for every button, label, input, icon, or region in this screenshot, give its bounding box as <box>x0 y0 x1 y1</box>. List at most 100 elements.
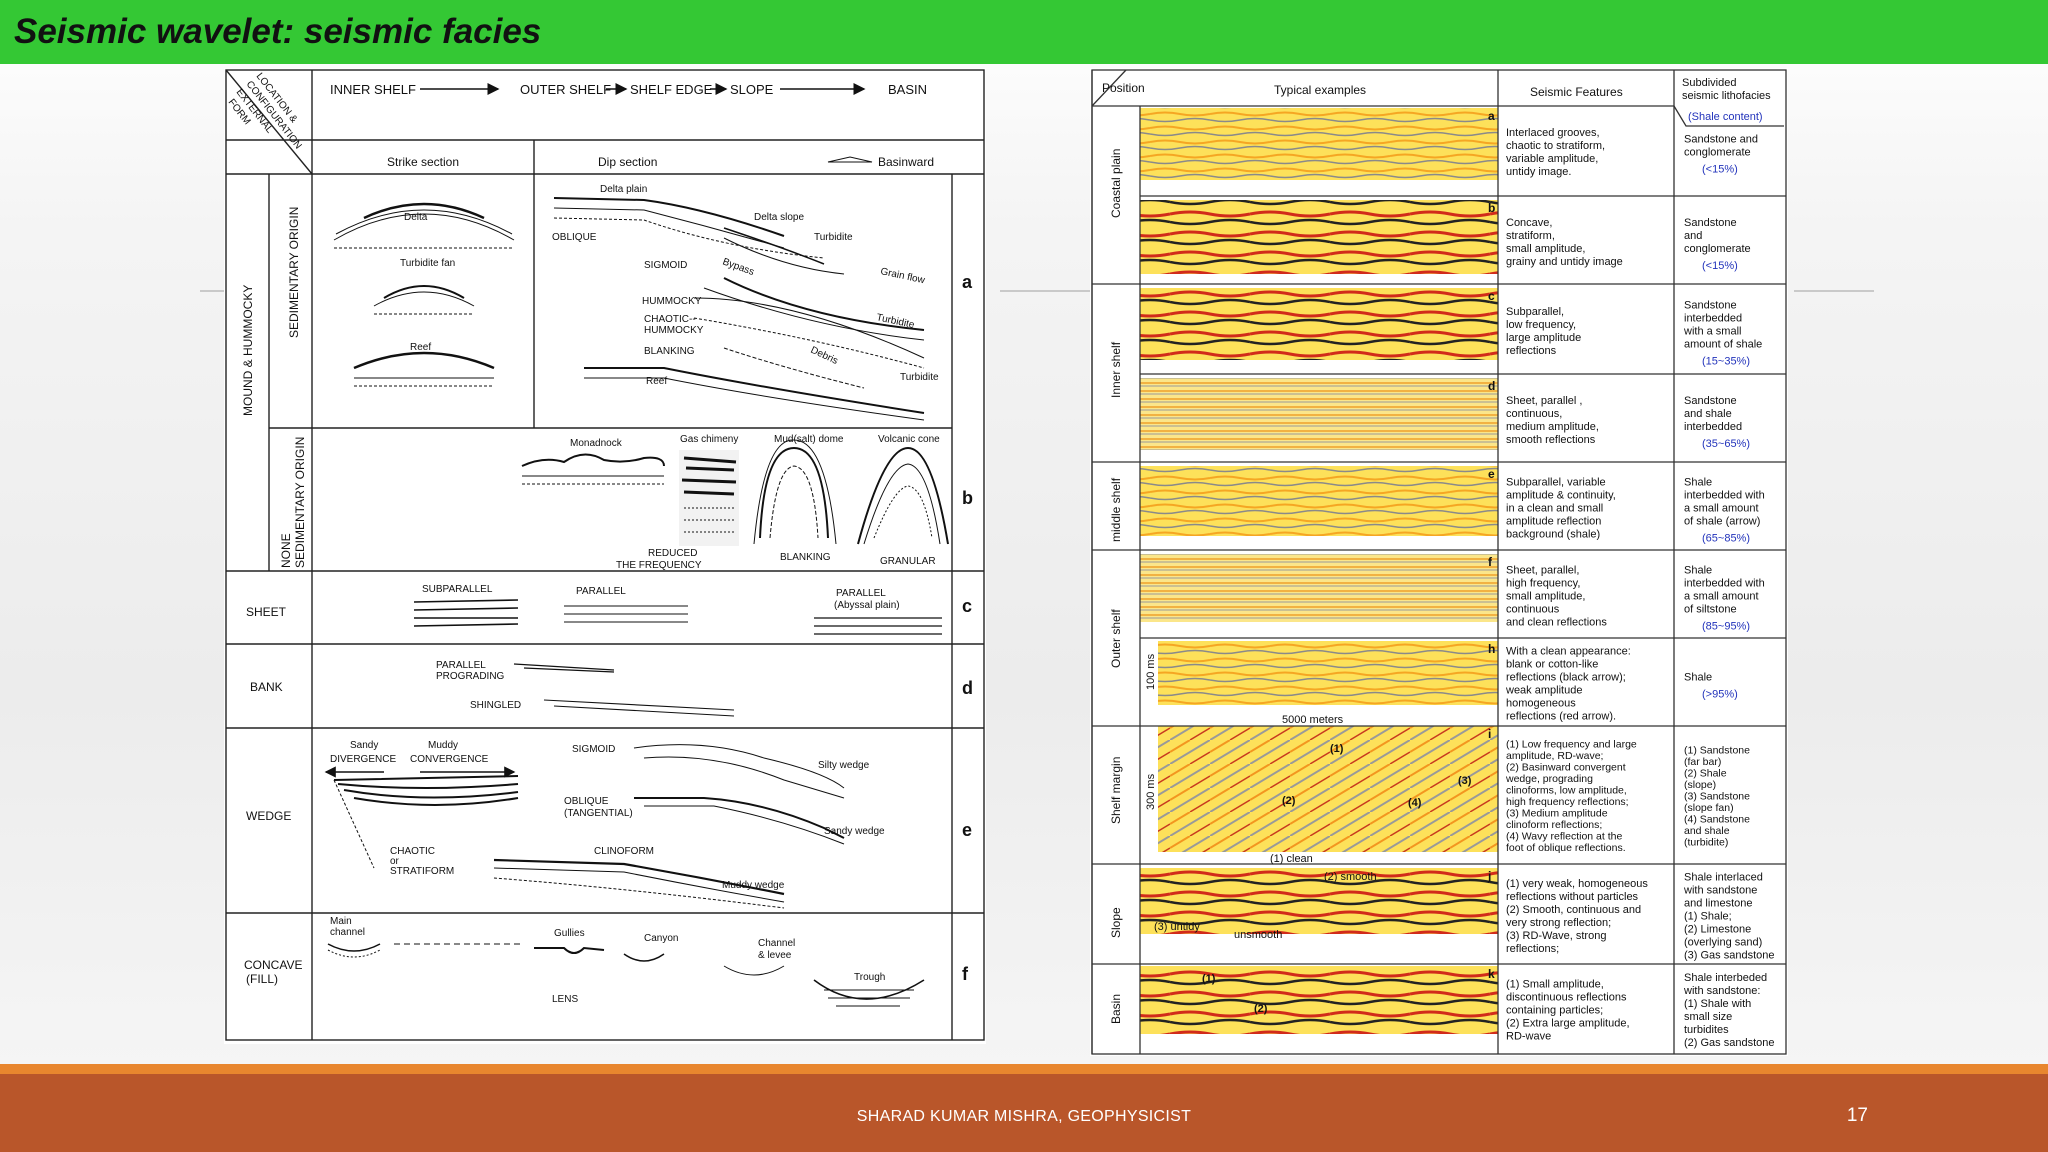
seismic-image-f <box>1140 554 1498 622</box>
decorative-rule-left <box>200 290 226 292</box>
facies-classification-figure: LOCATION & CONFIGURATION EXTERNAL FORM I… <box>224 68 986 1044</box>
label-sandy: Sandy <box>350 740 378 751</box>
label-hummocky: HUMMOCKY <box>642 296 702 307</box>
litho-text-c: with a small <box>1683 326 1741 338</box>
label-mud-dome: Mud(salt) dome <box>774 434 844 445</box>
row-letter-b: b <box>962 488 973 508</box>
row-letter-d: d <box>962 678 973 698</box>
slide-title: Seismic wavelet: seismic facies <box>14 12 542 51</box>
sedimentary-origin-label: SEDIMENTARY ORIGIN <box>287 207 301 338</box>
label-parallel-abyssal-1: PARALLEL <box>836 588 886 599</box>
facies-diagram: LOCATION & CONFIGURATION EXTERNAL FORM I… <box>225 69 985 1041</box>
label-turbidite-3: Turbidite <box>900 372 939 383</box>
footer-author: SHARAD KUMAR MISHRA, GEOPHYSICIST <box>856 1108 1192 1125</box>
label-gas-chimney: Gas chimeny <box>680 434 738 445</box>
row-name-bank: BANK <box>250 680 283 694</box>
seismic-image-d <box>1140 378 1498 450</box>
label-reduced: REDUCED <box>648 548 697 559</box>
feature-text-j: (3) RD-Wave, strong <box>1506 930 1606 942</box>
label-gullies: Gullies <box>554 928 585 939</box>
feature-text-e: background (shale) <box>1506 529 1600 541</box>
label-sandy-wedge: Sandy wedge <box>824 826 885 837</box>
shale-percent-f: (85~95%) <box>1702 621 1750 633</box>
label-the-frequency: THE FREQUENCY <box>616 560 702 571</box>
feature-text-k: RD-wave <box>1506 1031 1551 1043</box>
row-letter-f: f <box>1488 555 1493 569</box>
feature-text-a: variable amplitude, <box>1506 153 1598 165</box>
annotation-j-clean: (1) clean <box>1270 853 1313 865</box>
scale-100ms: 100 ms <box>1145 653 1157 690</box>
label-delta-slope: Delta slope <box>754 212 804 223</box>
none-sedimentary-label-2: SEDIMENTARY ORIGIN <box>293 437 307 568</box>
annotation-k2: (2) <box>1254 1003 1268 1015</box>
label-bypass: Bypass <box>721 256 756 278</box>
feature-text-j: reflections without particles <box>1506 891 1639 903</box>
row-name-wedge: WEDGE <box>246 809 291 823</box>
label-trough: Trough <box>854 972 885 983</box>
feature-text-f: and clean reflections <box>1506 617 1607 629</box>
litho-text-j: (3) Gas sandstone <box>1684 950 1775 962</box>
position-middle-shelf: middle shelf <box>1109 477 1123 542</box>
litho-text-j: with sandstone <box>1683 885 1757 897</box>
row-letter-a: a <box>1488 109 1495 123</box>
dip-section-label: Dip section <box>598 155 657 169</box>
header-position: Position <box>1102 81 1145 95</box>
row-letter-c: c <box>962 596 972 616</box>
litho-text-k: with sandstone: <box>1683 985 1760 997</box>
shale-percent-e: (65~85%) <box>1702 533 1750 545</box>
scale-5000-meters: 5000 meters <box>1282 714 1344 726</box>
litho-text-i: (far bar) <box>1684 756 1721 768</box>
position-coastal-plain: Coastal plain <box>1109 149 1123 218</box>
seismic-image-j <box>1140 868 1498 934</box>
label-channel-levee-1: Channel <box>758 938 795 949</box>
feature-text-j: (2) Smooth, continuous and <box>1506 904 1641 916</box>
feature-text-h: homogeneous <box>1506 698 1576 710</box>
litho-text-c: amount of shale <box>1684 339 1762 351</box>
position-slope: Slope <box>1109 907 1123 938</box>
litho-text-c: interbedded <box>1684 313 1742 325</box>
label-oblique-e: OBLIQUE <box>564 796 609 807</box>
feature-text-i: clinoforms, low amplitude, <box>1506 785 1627 797</box>
row-name-concave: CONCAVE <box>244 958 302 972</box>
litho-text-d: interbedded <box>1684 421 1742 433</box>
shale-percent-d: (35~65%) <box>1702 438 1750 450</box>
feature-text-j: reflections; <box>1506 943 1559 955</box>
header-seismic-features: Seismic Features <box>1530 85 1623 99</box>
feature-text-a: Interlaced grooves, <box>1506 127 1600 139</box>
shale-percent-h: (>95%) <box>1702 689 1738 701</box>
seismic-image-i <box>1158 726 1498 852</box>
row-letter-d: d <box>1488 379 1495 393</box>
position-inner-shelf: INNER SHELF <box>330 82 416 97</box>
row-letter-c: c <box>1488 289 1495 303</box>
feature-text-i: (3) Medium amplitude <box>1506 808 1608 820</box>
annotation-j-unsmooth: unsmooth <box>1234 929 1282 941</box>
litho-text-i: (slope) <box>1684 779 1716 791</box>
row-letter-b: b <box>1488 201 1495 215</box>
feature-text-d: continuous, <box>1506 408 1562 420</box>
header-lithofacies-2: seismic lithofacies <box>1682 90 1771 102</box>
label-convergence: CONVERGENCE <box>410 754 489 765</box>
feature-text-j: (1) very weak, homogeneous <box>1506 878 1648 890</box>
feature-text-h: weak amplitude <box>1505 685 1582 697</box>
feature-text-e: Subparallel, variable <box>1506 477 1606 489</box>
feature-text-c: reflections <box>1506 345 1557 357</box>
litho-text-e: a small amount <box>1684 503 1759 515</box>
row-letter-j: j <box>1487 869 1491 883</box>
feature-text-f: small amplitude, <box>1506 591 1585 603</box>
row-letter-i: i <box>1488 727 1491 741</box>
seismic-facies-table: Position Typical examples Seismic Featur… <box>1090 68 1788 1056</box>
strike-section-label: Strike section <box>387 155 459 169</box>
label-turbidite-fan: Turbidite fan <box>400 258 455 269</box>
position-outer-shelf: Outer shelf <box>1109 609 1123 668</box>
feature-text-h: reflections (black arrow); <box>1506 672 1626 684</box>
seismic-table-svg: Position Typical examples Seismic Featur… <box>1091 69 1787 1055</box>
feature-text-h: blank or cotton-like <box>1506 659 1598 671</box>
label-turbidite-2: Turbidite <box>875 312 915 331</box>
label-delta-plain: Delta plain <box>600 184 647 195</box>
page-number: 17 <box>1846 1105 1868 1126</box>
label-chaotic-hummocky-1: CHAOTIC-- <box>644 314 696 325</box>
position-inner-shelf: Inner shelf <box>1109 341 1123 398</box>
feature-text-c: large amplitude <box>1506 332 1581 344</box>
label-grain-flow: Grain flow <box>879 266 926 286</box>
label-volcanic-cone: Volcanic cone <box>878 434 940 445</box>
